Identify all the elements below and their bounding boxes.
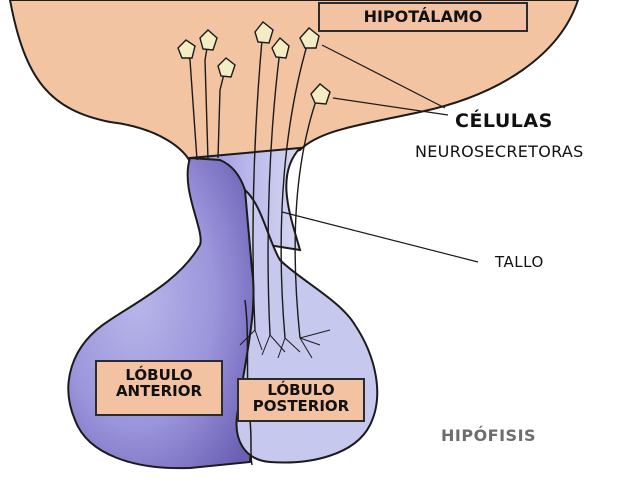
- lobulo-anterior-line-1: LÓBULO: [125, 366, 193, 384]
- neurosecretoras-label: NEUROSECRETORAS: [415, 142, 584, 161]
- anterior-lobe: [67, 156, 262, 470]
- tallo-label: TALLO: [495, 253, 544, 271]
- lobulo-posterior-line-1: LÓBULO: [267, 381, 335, 399]
- celulas-label: CÉLULAS: [455, 110, 553, 132]
- neuron-group-right: [252, 21, 331, 339]
- hipofisis-label: HIPÓFISIS: [441, 426, 537, 445]
- lobulo-anterior-line-2: ANTERIOR: [115, 381, 203, 400]
- hypothalamus-region: [8, 0, 580, 167]
- lobulo-anterior-label: LÓBULO ANTERIOR: [95, 360, 223, 416]
- leader-lines: [281, 44, 479, 263]
- neuron-group-left: [177, 29, 236, 161]
- hipotalamo-label: HIPOTÁLAMO: [318, 2, 528, 32]
- axon-terminals: [239, 329, 331, 359]
- lobulo-posterior-line-2: POSTERIOR: [252, 396, 350, 415]
- lobulo-posterior-label: LÓBULO POSTERIOR: [237, 378, 365, 422]
